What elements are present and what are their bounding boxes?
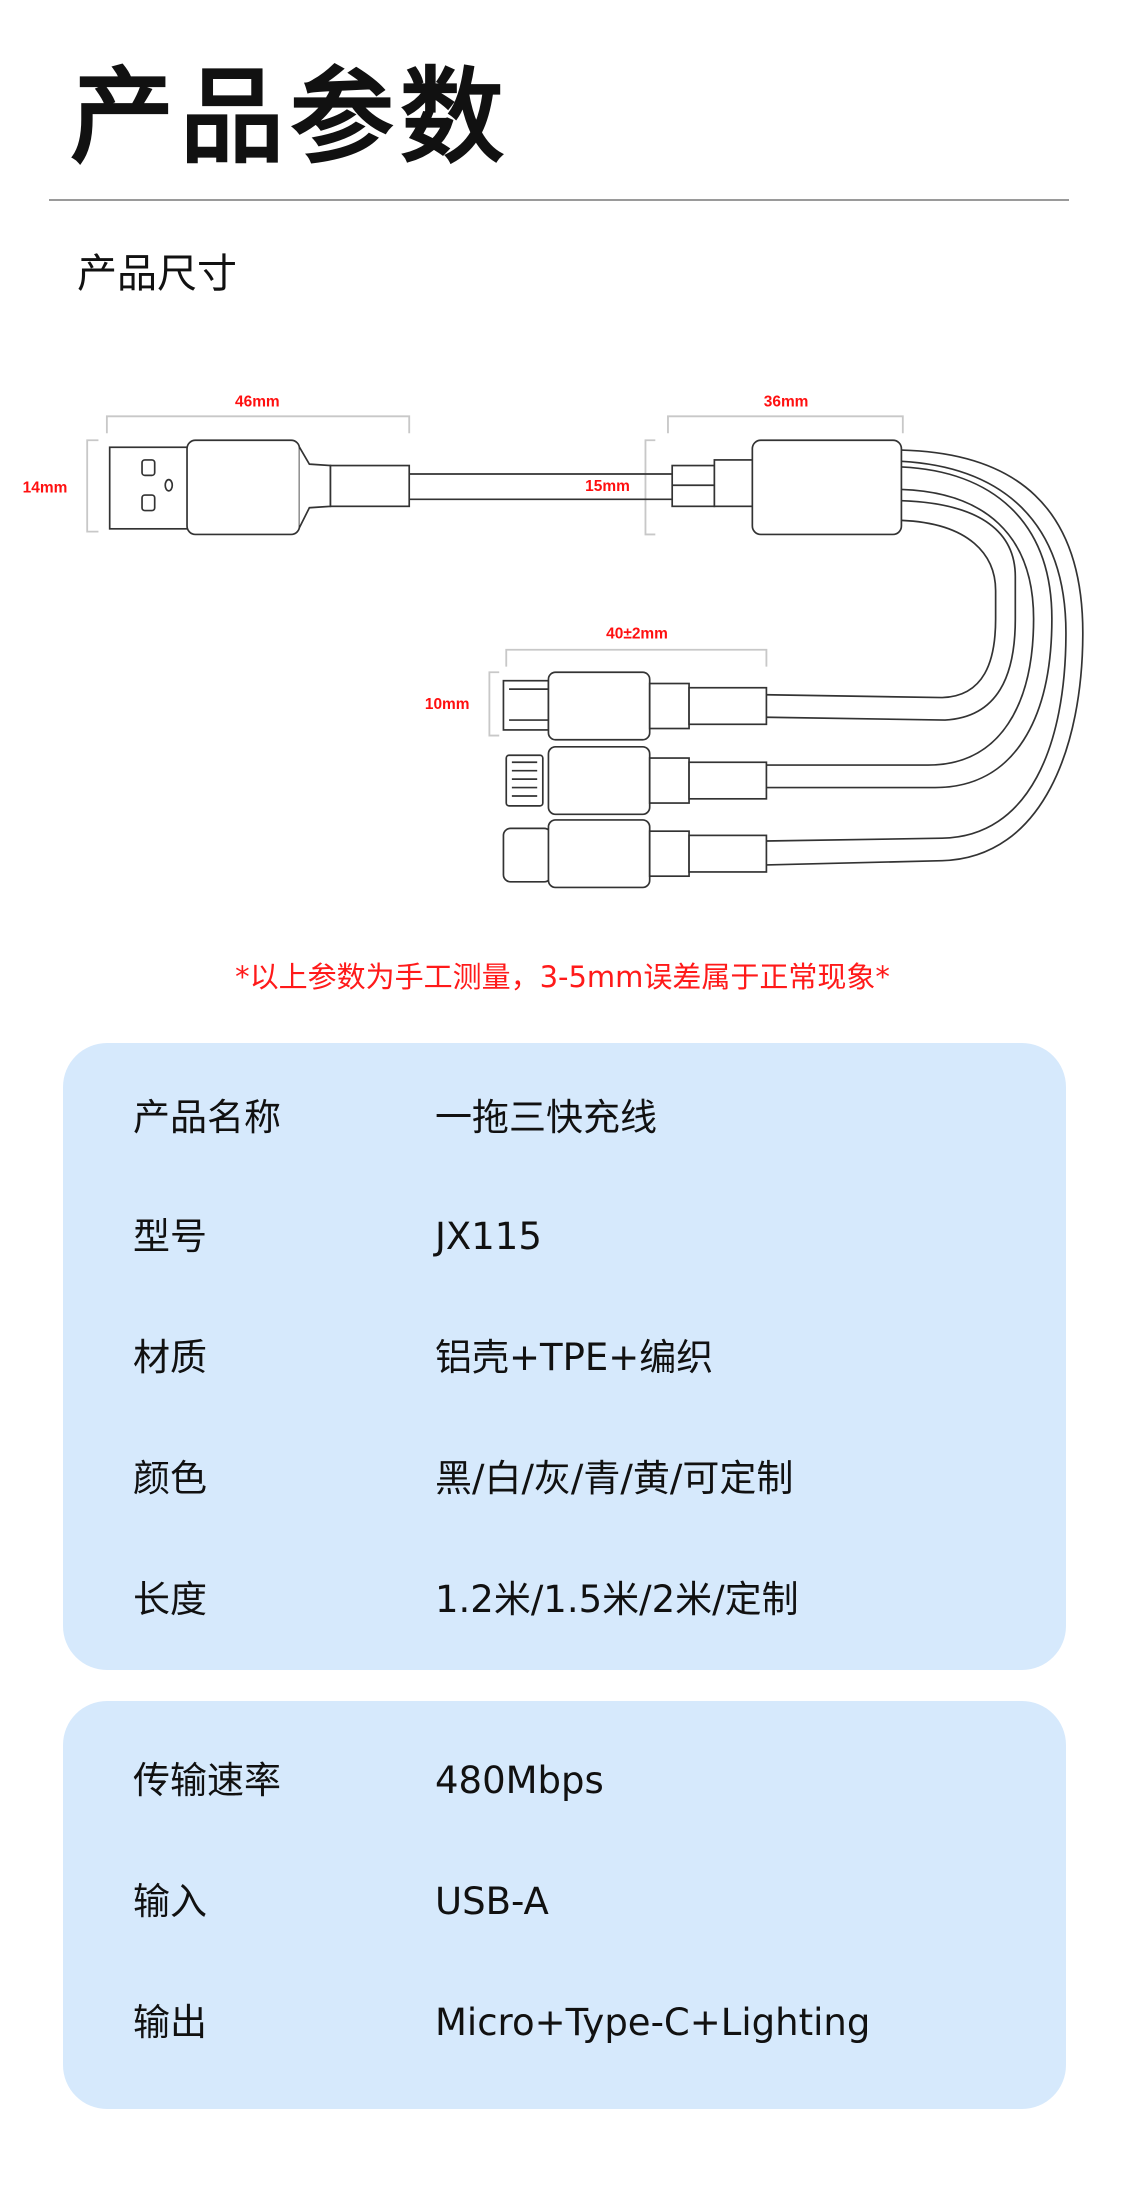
spec-value: 黑/白/灰/青/黄/可定制 (435, 1457, 794, 1500)
spec-row: 长度 1.2米/1.5米/2米/定制 (133, 1570, 1026, 1630)
spec-label: 输入 (133, 1880, 207, 1923)
spec-row: 颜色 黑/白/灰/青/黄/可定制 (133, 1449, 1026, 1509)
spec-label: 长度 (133, 1578, 207, 1621)
spec-label: 材质 (133, 1336, 207, 1379)
cable-drawing (108, 439, 1084, 889)
section-title: 产品尺寸 (77, 251, 237, 297)
spec-label: 输出 (133, 2001, 207, 2044)
spec-label: 传输速率 (133, 1759, 281, 1802)
spec-card-secondary: 传输速率 480Mbps 输入 USB-A 输出 Micro+Type-C+Light… (63, 1701, 1066, 2109)
spec-row: 传输速率 480Mbps (133, 1751, 1026, 1811)
spec-card-primary: 产品名称 一拖三快充线 型号 JX115 材质 铝壳+TPE+编织 颜色 黑/白/灰/青… (63, 1043, 1066, 1670)
dimension-brackets (86, 415, 904, 737)
spec-value: 铝壳+TPE+编织 (435, 1336, 714, 1379)
connector-type-c (502, 819, 768, 889)
spec-row: 产品名称 一拖三快充线 (133, 1088, 1026, 1148)
spec-value: USB-A (435, 1880, 549, 1923)
cable-width-label: 15mm (585, 478, 630, 495)
cable-dimension-diagram: 46mm 14mm 15mm 36mm 40±2mm 10mm (23, 393, 1084, 889)
usb-length-label: 46mm (235, 393, 280, 410)
spec-row: 型号 JX115 (133, 1207, 1026, 1267)
measurement-note: *以上参数为手工测量，3-5mm误差属于正常现象* (235, 960, 890, 994)
spec-label: 产品名称 (133, 1096, 281, 1139)
spec-value: 1.2米/1.5米/2米/定制 (435, 1578, 799, 1621)
spec-row: 输入 USB-A (133, 1872, 1026, 1932)
splitter (671, 439, 903, 536)
page-title: 产品参数 (70, 56, 511, 178)
connector-micro-usb (502, 671, 768, 741)
divider (49, 199, 1069, 201)
spec-value: JX115 (435, 1215, 542, 1258)
spec-value: 一拖三快充线 (435, 1096, 657, 1139)
usb-a-plug (108, 439, 673, 536)
usb-height-label: 14mm (23, 479, 68, 496)
splitter-length-label: 36mm (764, 393, 809, 410)
spec-value: Micro+Type-C+Lighting (435, 2001, 871, 2044)
connector-height-label: 10mm (425, 696, 470, 713)
spec-row: 材质 铝壳+TPE+编织 (133, 1328, 1026, 1388)
connector-length-label: 40±2mm (606, 626, 668, 643)
spec-value: 480Mbps (435, 1759, 604, 1802)
spec-row: 输出 Micro+Type-C+Lighting (133, 1993, 1026, 2053)
spec-label: 颜色 (133, 1457, 207, 1500)
connector-lightning (505, 745, 768, 816)
spec-label: 型号 (133, 1215, 207, 1258)
